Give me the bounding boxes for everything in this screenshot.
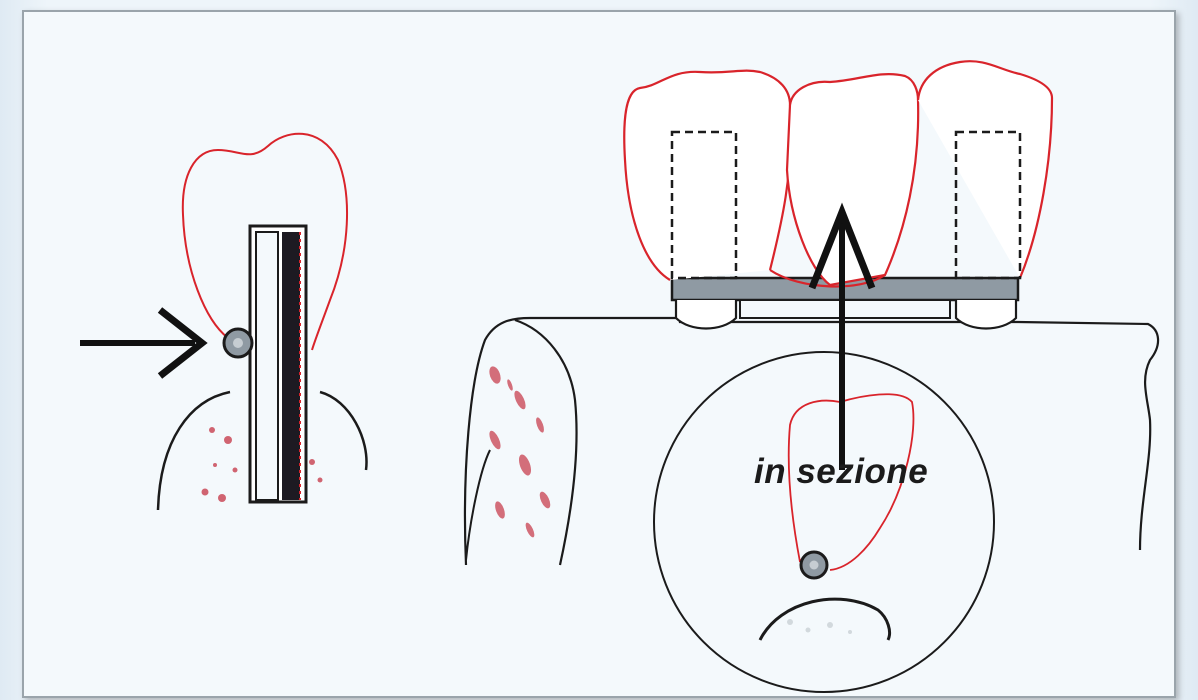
gum-ridge-outline: [465, 318, 1158, 565]
crown-middle: [787, 74, 918, 285]
abutment-left: [676, 300, 736, 329]
right-bone-speckles: [487, 365, 552, 539]
jaw-front-curve: [515, 320, 577, 565]
left-post-channel: [256, 232, 278, 500]
section-magnifier: [654, 352, 994, 692]
crown-right: [918, 61, 1052, 278]
crown-left: [624, 71, 791, 280]
left-arrow: [80, 310, 202, 376]
bridge-view: [465, 61, 1158, 692]
left-tooth-detail: [80, 134, 367, 510]
left-post-dark-band: [282, 232, 300, 500]
abutment-right: [956, 300, 1016, 329]
section-caption: in sezione: [754, 452, 928, 492]
